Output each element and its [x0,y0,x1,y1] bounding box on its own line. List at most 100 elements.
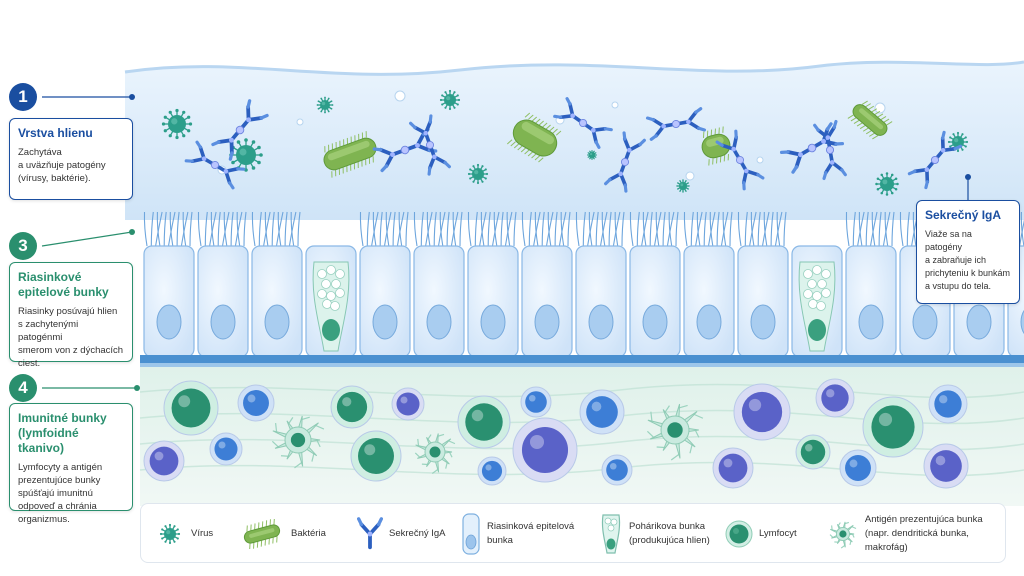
antigen-presenting-cell [414,433,456,474]
iga-dimer [553,97,613,149]
lymphocyte [579,389,625,435]
lymphocyte [815,378,855,418]
callout-1-dot [129,94,135,100]
basement-membrane [140,355,1024,363]
ciliated-epithelial-cell [629,211,681,358]
lymphocyte [391,387,425,421]
bacteria-icon [243,519,281,549]
mucus-bubble [611,101,619,109]
iga-dimer [409,114,451,176]
iga-dimer [604,131,646,193]
iga-arm-top [715,129,742,162]
iga-callout-title: Sekrečný IgA [925,208,1002,222]
lymphocyte [143,440,185,482]
iga-callout-box: Sekrečný IgA Viaže sa na patogény a zabr… [916,200,1020,304]
lymphocyte [712,447,754,489]
ciliated-epithelial-cell [143,211,195,358]
lymphocyte [477,456,507,486]
mucus-surface [124,60,1024,76]
lymphocyte [350,430,402,482]
callout-4-box: Imunitné bunky (lymfoidné tkanivo) Lymfo… [9,403,133,525]
legend-virus [159,523,181,545]
callout-1-number: 1 [9,83,37,111]
callout-4-body: Lymfocyty a antigén prezentujúce bunky s… [18,462,103,525]
mucus-bubble [394,90,406,102]
legend-item-iga: Sekrečný IgA [357,504,446,564]
epithelial-layer [143,211,1024,358]
lymphocyte [330,385,374,429]
callout-1-body: Zachytáva a uväzňuje patogény (vírusy, b… [18,147,106,184]
callout-4-title: Imunitné bunky (lymfoidné tkanivo) [18,411,107,455]
iga-dimer [211,99,269,161]
legend-label-ciliated-cell: Riasinková epitelová bunka [487,521,575,546]
legend-label-apc: Antigén prezentujúca bunka (napr. dendri… [864,514,983,553]
callout-3-box: Riasinkové epitelové bunky Riasinky posú… [9,262,133,369]
ciliated-epithelial-cell [197,211,249,358]
bacteria-round [506,112,562,163]
ciliated-epithelial-cell [521,211,573,358]
virus [875,172,899,196]
legend-label-bacteria: Baktéria [291,528,326,539]
ciliated-epithelial-cell [413,211,465,358]
mucus-bubble [685,171,695,181]
iga-dimer [372,127,438,173]
legend-label-goblet-cell: Pohárikova bunka (produkujúca hlien) [629,521,710,546]
lymphocyte [163,380,219,436]
iga-callout-body: Viaže sa na patogény a zabraňuje ich pri… [925,229,1011,291]
virus [316,96,334,114]
lymphocyte [839,449,877,487]
lymphocyte [209,432,243,466]
ciliated-cell-icon [462,513,480,555]
lymphocyte [237,384,275,422]
legend-item-goblet-cell: Pohárikova bunka (produkujúca hlien) [599,504,710,564]
apc-icon [829,521,857,549]
callout-1-box: Vrstva hlienu Zachytáva a uväzňuje patog… [9,118,133,200]
ciliated-epithelial-cell [683,211,735,358]
ciliated-epithelial-cell [737,211,789,358]
virus [467,163,489,185]
legend-apc [829,521,857,549]
pathogen-group [161,89,969,196]
callout-3-title: Riasinkové epitelové bunky [18,270,109,299]
virus [676,179,690,193]
iga-arm-top [409,114,433,147]
callout-4-number: 4 [9,374,37,402]
ciliated-epithelial-cell [845,211,897,358]
ciliated-epithelial-cell [467,211,519,358]
lymphocyte [928,384,968,424]
lymphocyte [512,417,578,483]
iga-arm-top [813,119,838,152]
mucus-bubble [756,156,764,164]
callout-1-title: Vrstva hlienu [18,126,93,140]
iga-arm-bottom [427,143,451,176]
lymphocyte [923,443,969,489]
lymphocyte [862,396,924,458]
iga-antibody-icon [357,517,383,550]
legend-bacteria [243,519,281,549]
iga-arm-bottom [738,158,765,191]
antigen-presenting-cell [646,403,704,461]
legend-label-virus: Vírus [191,528,214,539]
ciliated-epithelial-cell [359,211,411,358]
lymphocyte [457,395,511,449]
iga-arm-bottom [822,148,847,181]
virus-icon [159,523,181,545]
iga-connector-dot [965,174,971,180]
legend: Vírus Baktéria Sekrečný IgA Riasinková e… [140,503,1006,563]
callout-4-dot [134,385,140,391]
legend-label-lymphocyte: Lymfocyt [759,528,797,539]
mucus-bubble [874,102,886,114]
callout-3-connector [41,231,133,247]
lymphocyte [795,434,831,470]
callout-3-number: 3 [9,232,37,260]
mucus-layer [125,62,1024,220]
immune-cell-group [139,378,1024,489]
legend-label-iga: Sekrečný IgA [389,528,446,539]
ciliated-epithelial-cell [575,211,627,358]
antigen-presenting-cell [271,415,325,469]
iga-dimer [184,140,246,190]
virus [586,149,598,161]
callout-3-body: Riasinky posúvajú hlien s zachytenými pa… [18,306,124,369]
iga-dimer [645,107,707,141]
mucus-bubble [296,118,304,126]
